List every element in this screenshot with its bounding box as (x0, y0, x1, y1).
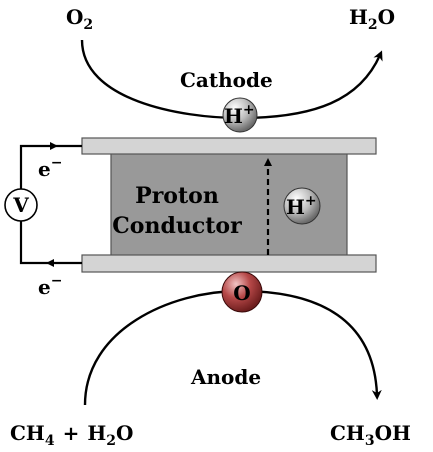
oxygen-ball (221, 271, 263, 313)
proton-conductor-label-1: Proton (135, 183, 219, 209)
anode-plate (81, 254, 377, 273)
electron-label-bottom: e− (38, 273, 62, 299)
proton-ball-middle-label: H+ (286, 193, 317, 219)
electron-label-top: e− (38, 155, 62, 181)
cathode-label: Cathode (180, 68, 273, 92)
proton-ball-top (222, 97, 258, 133)
proton-ball-middle (283, 187, 321, 225)
voltmeter-label: V (12, 193, 29, 217)
anode-reactants-label: CH4+H2O (10, 421, 133, 449)
oxygen-reactant-label: O2 (66, 5, 93, 33)
oxygen-ball-label: O (233, 281, 250, 305)
water-product-label: H2O (349, 5, 395, 33)
anode-label: Anode (190, 365, 261, 389)
methanol-product-label: CH3OH (330, 421, 411, 449)
proton-ball-top-label: H+ (224, 102, 255, 128)
voltmeter-circle (4, 188, 38, 222)
proton-conductor-label-2: Conductor (112, 213, 242, 239)
cathode-plate (81, 137, 377, 155)
